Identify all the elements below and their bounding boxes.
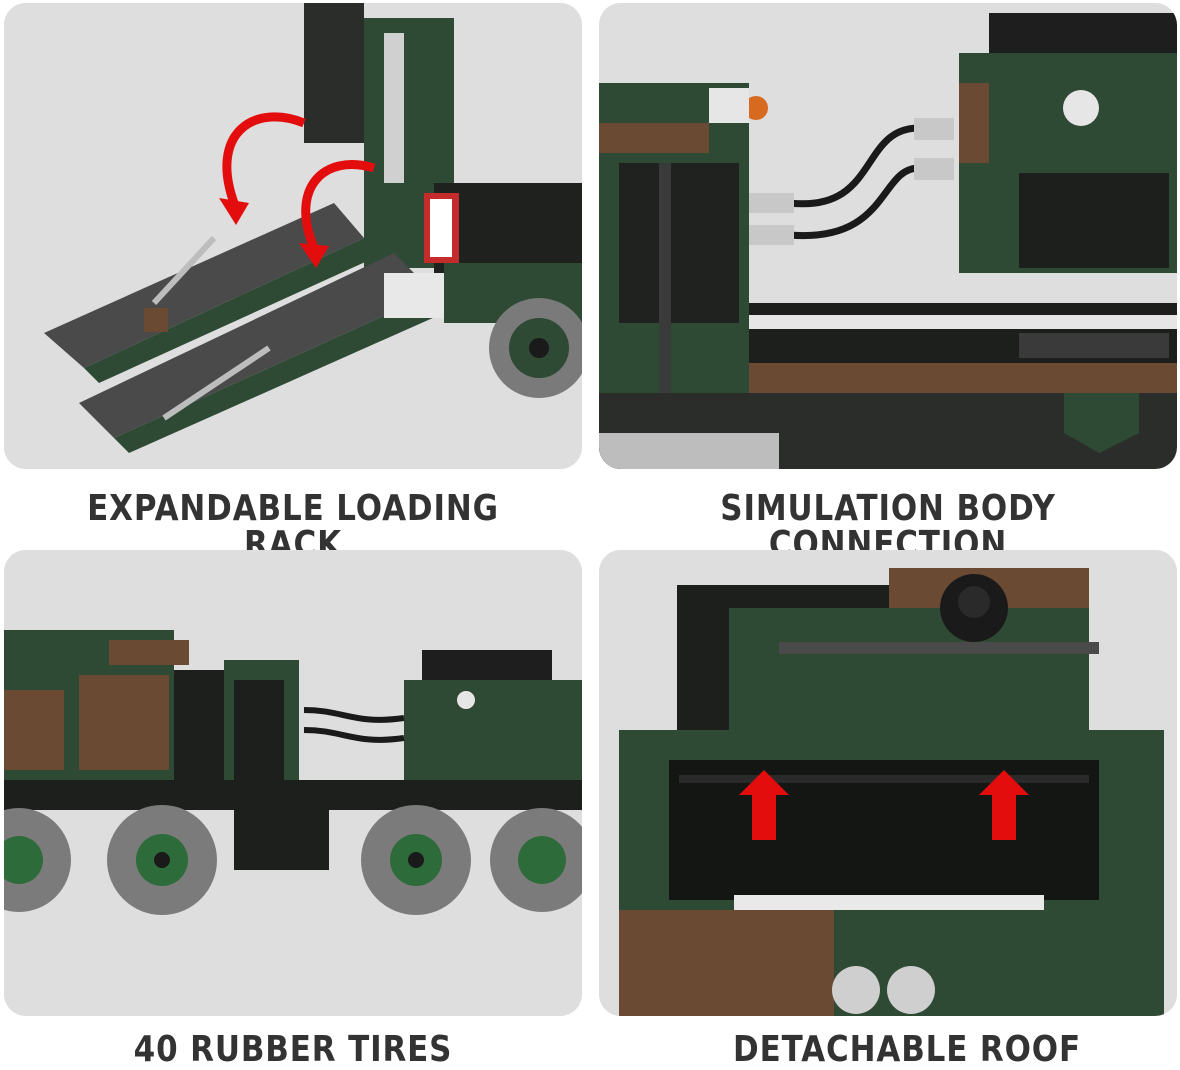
photo-simulation-body-connection [599, 3, 1177, 469]
detachable-roof-illustration [599, 550, 1177, 1016]
photo-detachable-roof [599, 550, 1177, 1016]
rubber-tires-illustration [4, 550, 582, 1016]
caption-detachable-roof: DETACHABLE ROOF [733, 1029, 1081, 1070]
photo-expandable-loading-rack [4, 3, 582, 469]
body-connection-illustration [599, 3, 1177, 469]
loading-rack-illustration [4, 3, 582, 469]
caption-40-rubber-tires: 40 RUBBER TIRES [133, 1029, 453, 1070]
photo-40-rubber-tires [4, 550, 582, 1016]
